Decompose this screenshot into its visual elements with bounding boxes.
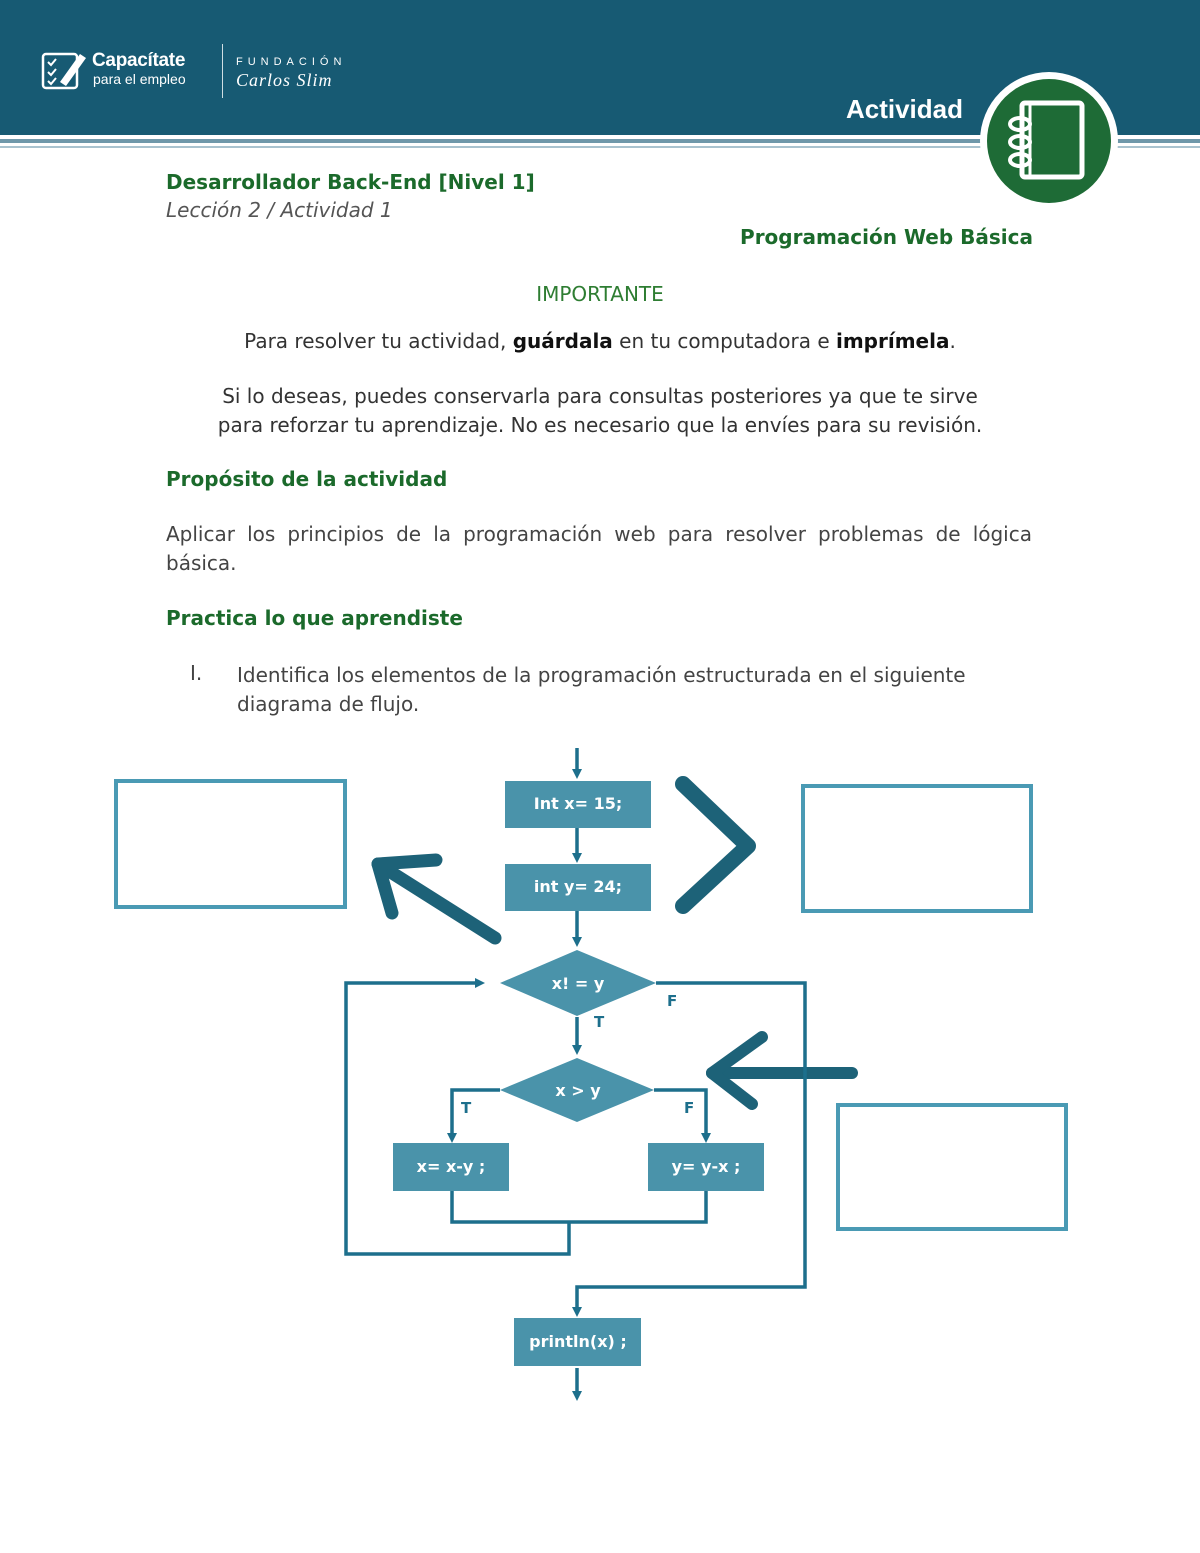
instruction-save: guárdala [512,329,613,353]
flowchart-diagram: Int x= 15; int y= 24; x! = y x > y x= x-… [114,748,1068,1401]
step-subtract-x [648,1143,764,1191]
instruction-text-a: Para resolver tu actividad, [244,329,513,353]
header-divider-thin [0,146,1200,148]
instruction-print: imprímela [835,329,950,353]
foundation-name: Carlos Slim [236,70,333,90]
step-subtract-x-label: y= y-x ; [672,1157,741,1176]
foundation-label: FUNDACIÓN [236,56,347,68]
chevron-right-icon [675,776,756,914]
branch-loop-true: T [594,1013,605,1031]
step-print [514,1318,641,1366]
step-init-x [505,781,651,828]
pointer-arrow-conditional [706,1031,858,1110]
branch-compare-true: T [461,1099,472,1117]
step-print-label: println(x) ; [529,1332,627,1351]
module-title: Programación Web Básica [740,225,1033,249]
branch-compare-false: F [684,1099,694,1117]
step-init-x-label: Int x= 15; [534,794,623,813]
logo-divider [222,44,223,98]
important-note-line1: Si lo deseas, puedes conservarla para co… [222,384,978,408]
capacitate-logo[interactable]: Capacítate para el empleo FUNDACIÓN Carl… [40,44,380,100]
decision-compare [500,1058,654,1122]
important-instruction: Para resolver tu actividad, guárdala en … [0,329,1200,353]
important-heading: IMPORTANTE [536,282,664,306]
important-note-line2: para reforzar tu aprendizaje. No es nece… [217,413,983,437]
answer-box-1[interactable] [114,779,347,909]
decision-loop-label: x! = y [552,974,605,993]
activity-title: Actividad [845,94,963,124]
list-item-text: Identifica los elementos de la programac… [237,663,966,716]
pointer-arrow-declarations [371,853,502,945]
checklist-pen-icon [41,52,86,90]
step-subtract-y-label: x= x-y ; [417,1157,486,1176]
answer-box-2[interactable] [801,784,1033,913]
logo-subtitle: para el empleo [93,71,186,87]
step-init-y-label: int y= 24; [534,877,622,896]
lesson-label: Lección 2 / Actividad 1 [166,198,393,222]
step-subtract-y [393,1143,509,1191]
branch-loop-false: F [667,992,677,1010]
notebook-badge-icon [980,72,1118,210]
header-divider [0,139,1200,143]
answer-box-3[interactable] [836,1103,1068,1231]
purpose-heading: Propósito de la actividad [166,467,448,491]
step-init-y [505,864,651,911]
purpose-text: Aplicar los principios de la programació… [166,522,1032,575]
decision-loop [500,950,656,1016]
list-number: I. [190,661,203,685]
instruction-text-e: . [949,329,956,353]
flow-connectors [344,748,807,1401]
decision-compare-label: x > y [555,1081,601,1100]
logo-name: Capacítate [92,50,186,71]
course-title: Desarrollador Back-End [Nivel 1] [166,170,535,194]
practice-heading: Practica lo que aprendiste [166,606,463,630]
instruction-text-c: en tu computadora e [612,329,836,353]
